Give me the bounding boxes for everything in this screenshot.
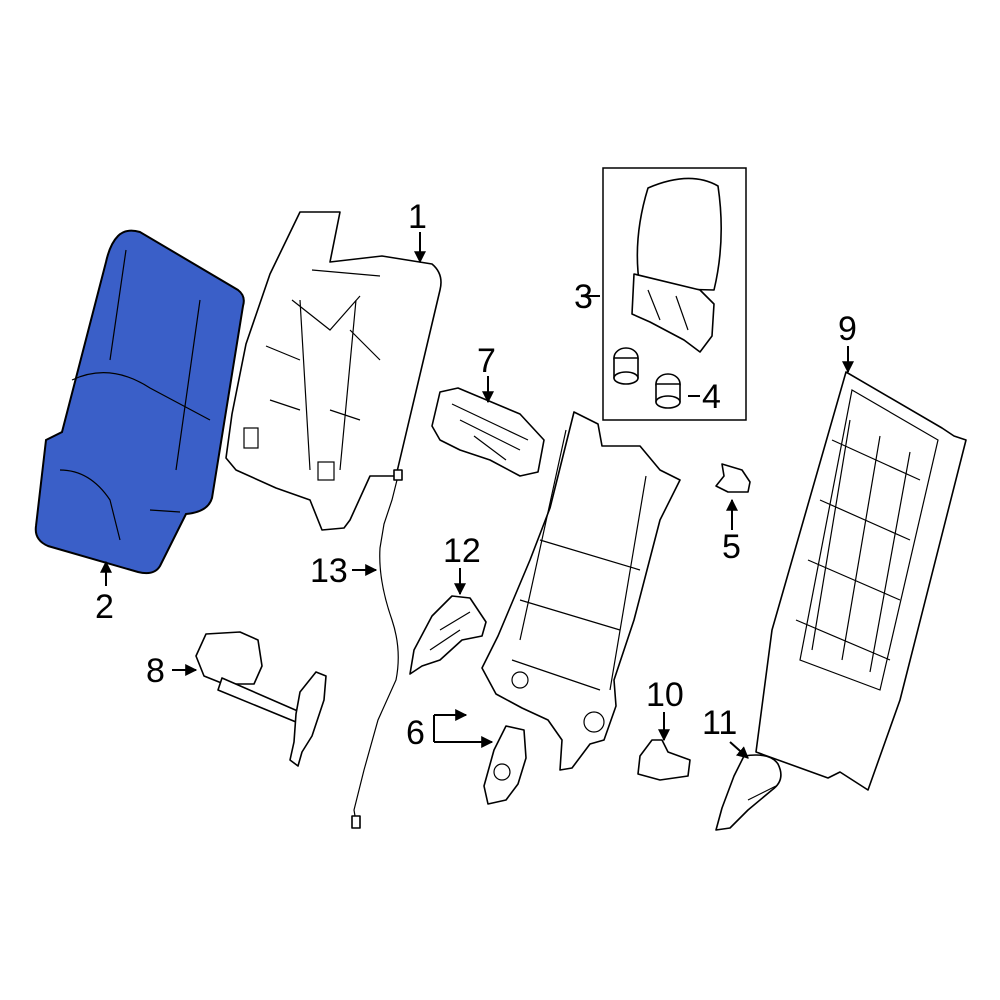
callout-13: 13 bbox=[310, 552, 348, 590]
callout-1: 1 bbox=[408, 198, 427, 236]
head-restraint-guides[interactable] bbox=[613, 347, 681, 409]
latch-assembly[interactable] bbox=[195, 631, 327, 767]
callout-10: 10 bbox=[646, 676, 684, 714]
recliner-motor[interactable] bbox=[483, 725, 527, 805]
callout-12: 12 bbox=[443, 532, 481, 570]
callout-5: 5 bbox=[722, 528, 741, 566]
seat-back-frame[interactable] bbox=[225, 211, 442, 531]
callout-7: 7 bbox=[477, 342, 496, 380]
cover-cap[interactable] bbox=[715, 754, 782, 831]
callout-6: 6 bbox=[406, 714, 425, 752]
back-panel[interactable] bbox=[755, 371, 967, 791]
leader-11 bbox=[729, 741, 749, 759]
headrest-inset-box bbox=[602, 167, 747, 421]
side-bracket[interactable] bbox=[431, 387, 545, 477]
hook-bracket[interactable] bbox=[637, 739, 691, 781]
callout-11: 11 bbox=[702, 704, 737, 742]
release-cable[interactable] bbox=[351, 469, 403, 829]
seat-back-cover[interactable] bbox=[34, 229, 245, 575]
callout-3: 3 bbox=[574, 278, 593, 316]
callout-4: 4 bbox=[702, 378, 721, 416]
head-restraint[interactable] bbox=[631, 177, 722, 353]
recliner-frame[interactable] bbox=[481, 411, 681, 771]
bracket-12[interactable] bbox=[409, 595, 487, 675]
clip[interactable] bbox=[715, 463, 751, 493]
leader-6 bbox=[433, 714, 486, 743]
callout-2: 2 bbox=[95, 588, 114, 626]
callout-9: 9 bbox=[838, 310, 857, 348]
callout-8: 8 bbox=[146, 652, 165, 690]
